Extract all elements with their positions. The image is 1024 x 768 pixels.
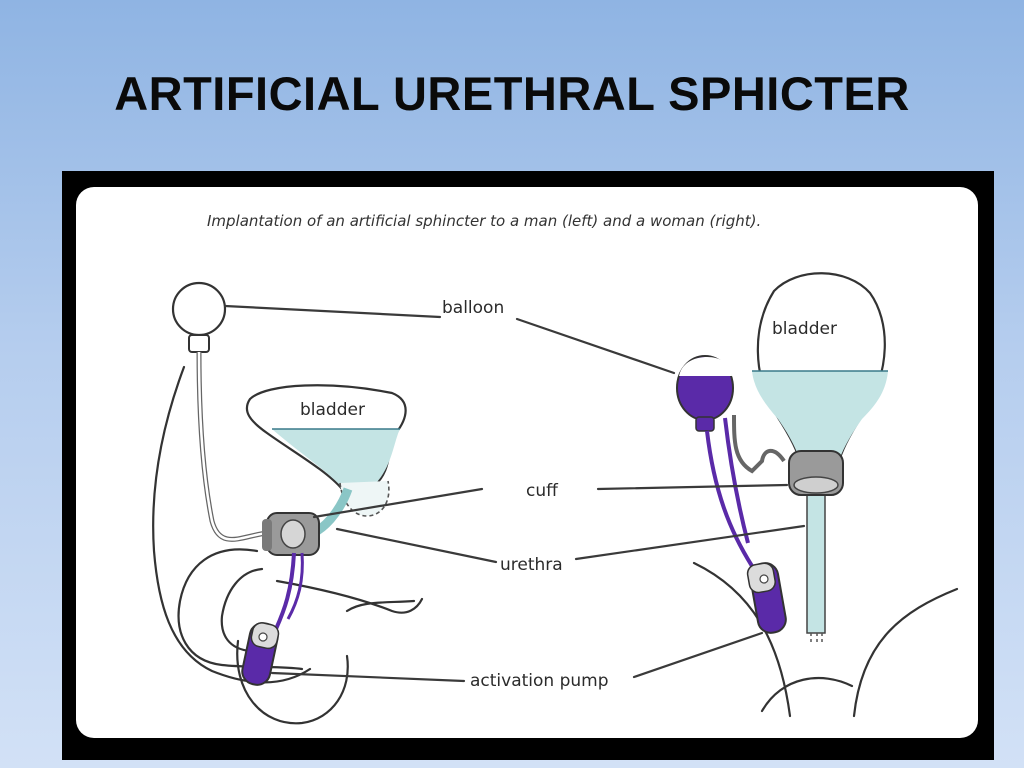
female-perineum bbox=[760, 676, 854, 713]
label-bladder-man: bladder bbox=[300, 400, 365, 420]
leader-urethra-woman bbox=[574, 524, 806, 561]
female-pump-button bbox=[759, 574, 769, 584]
leader-balloon-man bbox=[223, 304, 442, 319]
figure-panel bbox=[76, 187, 978, 738]
male-perineum-line bbox=[275, 579, 424, 614]
male-pump-tube-b bbox=[286, 552, 304, 620]
leader-balloon-woman bbox=[515, 317, 676, 375]
figure-caption: Implantation of an artificial sphincter … bbox=[207, 212, 761, 230]
male-pump bbox=[241, 552, 304, 686]
figure-frame: Implantation of an artificial sphincter … bbox=[62, 171, 994, 760]
female-balloon-highlight bbox=[679, 357, 732, 376]
male-penis-inner bbox=[220, 567, 264, 653]
leader-pump-man bbox=[270, 671, 466, 683]
leader-cuff-woman bbox=[596, 483, 789, 491]
female-balloon bbox=[676, 355, 786, 544]
female-bladder-fluid bbox=[752, 371, 888, 466]
female-pump-tube bbox=[705, 430, 754, 568]
label-bladder-woman: bladder bbox=[772, 319, 837, 339]
female-bladder: bladder bbox=[752, 272, 888, 645]
female-right-thigh bbox=[852, 587, 959, 718]
male-leg-line bbox=[345, 599, 416, 613]
female-pump bbox=[705, 430, 787, 634]
male-pump-tube-a bbox=[274, 552, 296, 630]
label-activation-pump: activation pump bbox=[470, 671, 609, 691]
male-balloon-sphere bbox=[171, 281, 227, 337]
female-urethra bbox=[806, 482, 826, 634]
slide-title: ARTIFICIAL URETHRAL SPHICTER bbox=[114, 67, 910, 120]
male-balloon-neck bbox=[188, 334, 210, 353]
label-balloon: balloon bbox=[442, 298, 504, 318]
label-urethra: urethra bbox=[500, 555, 563, 575]
male-bladder-fluid bbox=[272, 429, 400, 493]
female-urethra-end bbox=[810, 633, 823, 645]
male-cuff-ring bbox=[280, 519, 306, 549]
leader-urethra-man bbox=[335, 527, 498, 564]
leader-pump-woman bbox=[632, 631, 764, 679]
male-cuff bbox=[262, 512, 320, 556]
sphincter-diagram: Implantation of an artificial sphincter … bbox=[76, 187, 978, 738]
leader-cuff-man bbox=[312, 487, 484, 519]
male-pump-button bbox=[258, 632, 268, 642]
male-cuff-clip bbox=[262, 519, 272, 551]
male-balloon-tube-inner bbox=[197, 351, 268, 541]
female-cuff-ring bbox=[793, 476, 839, 494]
label-cuff: cuff bbox=[526, 481, 559, 501]
male-scrotum-outline bbox=[236, 639, 349, 725]
female-balloon-neck bbox=[695, 416, 715, 432]
female-connector-tube bbox=[732, 414, 786, 474]
male-balloon bbox=[171, 281, 268, 542]
female-cuff bbox=[788, 450, 844, 496]
female-balloon-tube bbox=[723, 417, 750, 544]
